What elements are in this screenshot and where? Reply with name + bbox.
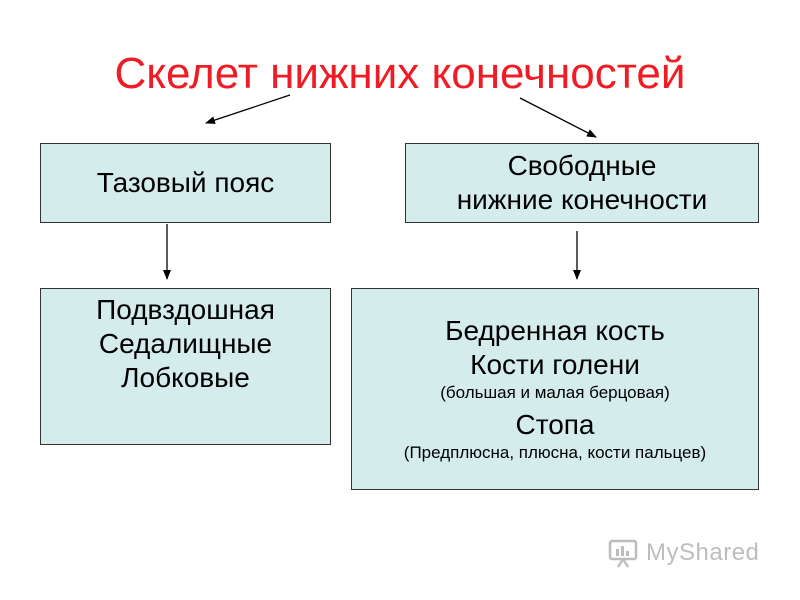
myshared-watermark: MyShared [608, 536, 759, 570]
free-limbs-line1: Свободные [507, 150, 657, 181]
shin-bones-note: (большая и малая берцовая) [440, 383, 670, 402]
free-limbs-line2: нижние конечности [456, 184, 708, 215]
free-limbs-box: Свободные нижние конечности [405, 143, 759, 223]
pelvic-girdle-label: Тазовый пояс [96, 167, 275, 198]
arrow-title-to-free [519, 97, 597, 138]
foot-note: (Предплюсна, плюсна, кости пальцев) [403, 443, 707, 462]
ischium-label: Седалищные [98, 328, 273, 359]
femur-label: Бедренная кость [445, 315, 665, 346]
ilium-label: Подвздошная [96, 294, 275, 325]
pubis-label: Лобковые [121, 362, 250, 393]
myshared-logo-icon [608, 539, 638, 568]
foot-label: Стопа [515, 409, 595, 440]
shin-bones-label: Кости голени [470, 349, 640, 380]
watermark-text: MyShared [646, 539, 760, 566]
page-title: Скелет нижних конечностей [114, 49, 686, 98]
pelvic-girdle-box: Тазовый пояс [40, 143, 331, 223]
free-limb-bones-box: Бедренная кость Кости голени (большая и … [351, 288, 759, 490]
pelvic-bones-box: Подвздошная Седалищные Лобковые [40, 288, 331, 445]
